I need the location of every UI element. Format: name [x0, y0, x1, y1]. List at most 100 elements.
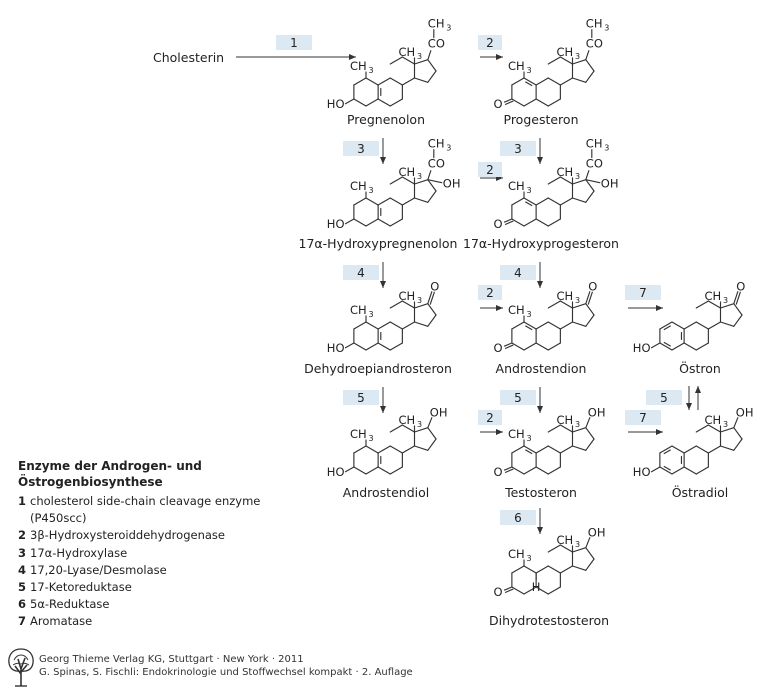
- bond: [695, 424, 709, 433]
- c13-methyl-label: CH: [557, 45, 574, 59]
- subscript: 3: [723, 296, 728, 305]
- enzyme-step-5a: 5: [343, 390, 379, 405]
- enzyme-box: [500, 510, 536, 525]
- bond: [377, 98, 391, 107]
- enzyme-number: 5: [660, 391, 668, 405]
- acetyl-methyl-label: CH: [586, 17, 603, 31]
- bond: [389, 98, 403, 107]
- c13-methyl-label: CH: [557, 289, 574, 303]
- bond: [389, 445, 403, 454]
- bond: [504, 588, 514, 593]
- bond: [389, 321, 403, 330]
- bond: [559, 544, 574, 553]
- enzyme-step-4b: 4: [500, 265, 536, 280]
- enzyme-step-5c: 5: [646, 390, 682, 405]
- subscript: 3: [575, 540, 580, 549]
- bond: [523, 218, 537, 227]
- bond: [427, 59, 437, 72]
- subscript: 3: [575, 420, 580, 429]
- acetyl-methyl-label: CH: [428, 17, 445, 31]
- bond: [719, 321, 735, 327]
- bond: [413, 427, 429, 433]
- bond: [427, 179, 437, 192]
- bond: [547, 218, 561, 227]
- bond: [344, 218, 355, 225]
- c13-methyl-label: CH: [557, 413, 574, 427]
- bond: [535, 445, 549, 454]
- enzyme-number: 7: [639, 411, 647, 425]
- enzyme-step-3a: 3: [343, 141, 379, 156]
- subscript: 3: [527, 554, 532, 563]
- bond: [504, 220, 514, 225]
- bond: [559, 197, 574, 206]
- bond: [571, 547, 587, 553]
- hydroxyl-label: OH: [736, 406, 754, 420]
- molecule-name-hydroxyprogesteron: 17α-Hydroxyprogesteron: [463, 236, 619, 251]
- bond: [671, 342, 685, 351]
- c10-methyl-label: CH: [508, 547, 525, 561]
- bond: [535, 321, 549, 330]
- c13-methyl-label: CH: [557, 165, 574, 179]
- bond: [389, 176, 403, 185]
- subscript: 3: [527, 186, 532, 195]
- enzyme-box: [500, 141, 536, 156]
- hydroxyl-bond: [427, 179, 443, 184]
- bond: [733, 303, 743, 316]
- c13-methyl-label: CH: [557, 533, 574, 547]
- molecule-name-dht: Dihydrotestosteron: [489, 613, 609, 628]
- subscript: 3: [446, 24, 451, 33]
- bond: [344, 98, 355, 105]
- c13-methyl-label: CH: [399, 165, 416, 179]
- bond: [547, 176, 561, 185]
- molecule-name-progesteron: Progesteron: [504, 112, 579, 127]
- enzyme-box: [478, 35, 502, 50]
- bond: [523, 565, 537, 574]
- bond: [547, 445, 561, 454]
- bond: [401, 424, 416, 433]
- legend-item-number: 3: [18, 545, 27, 560]
- bond: [571, 427, 587, 433]
- bond: [365, 342, 379, 351]
- subscript: 3: [575, 52, 580, 61]
- bond: [511, 321, 525, 330]
- bond: [503, 466, 513, 471]
- c13-methyl-label: CH: [399, 413, 416, 427]
- acetyl-methyl-label: CH: [586, 137, 603, 151]
- bond: [413, 445, 429, 451]
- hydroxyl-label: OH: [588, 406, 606, 420]
- bond: [671, 466, 685, 475]
- bond: [523, 342, 537, 351]
- hydroxyl-label: OH: [588, 526, 606, 540]
- enzyme-number: 4: [357, 266, 365, 280]
- enzyme-step-7a: 7: [625, 285, 661, 300]
- bond: [365, 197, 379, 206]
- bond: [547, 321, 561, 330]
- bond: [427, 70, 437, 83]
- bond: [707, 321, 722, 330]
- enzyme-legend: Enzyme der Androgen- und Östrogenbiosynt…: [18, 459, 298, 631]
- enzyme-box: [646, 390, 682, 405]
- bond: [344, 342, 355, 349]
- enzyme-box: [276, 35, 312, 50]
- reaction-arrows: [236, 54, 701, 534]
- legend-item: 2 3β-Hydroxysteroiddehydrogenase: [18, 527, 298, 544]
- bond: [523, 197, 537, 206]
- c10-methyl-label: CH: [350, 427, 367, 441]
- bond: [353, 321, 367, 330]
- bond: [353, 98, 367, 107]
- legend-item: 3 17α-Hydroxylase: [18, 545, 298, 562]
- bond: [535, 466, 549, 475]
- molecule-name-oestradiol: Östradiol: [672, 484, 729, 500]
- legend-item-number: 4: [18, 562, 27, 577]
- bond: [427, 427, 437, 440]
- bond: [389, 218, 403, 227]
- bond: [365, 218, 379, 227]
- bond: [504, 344, 514, 349]
- bond: [585, 291, 591, 305]
- legend-item-text: 17α-Hydroxylase: [30, 545, 128, 560]
- subscript: 3: [446, 144, 451, 153]
